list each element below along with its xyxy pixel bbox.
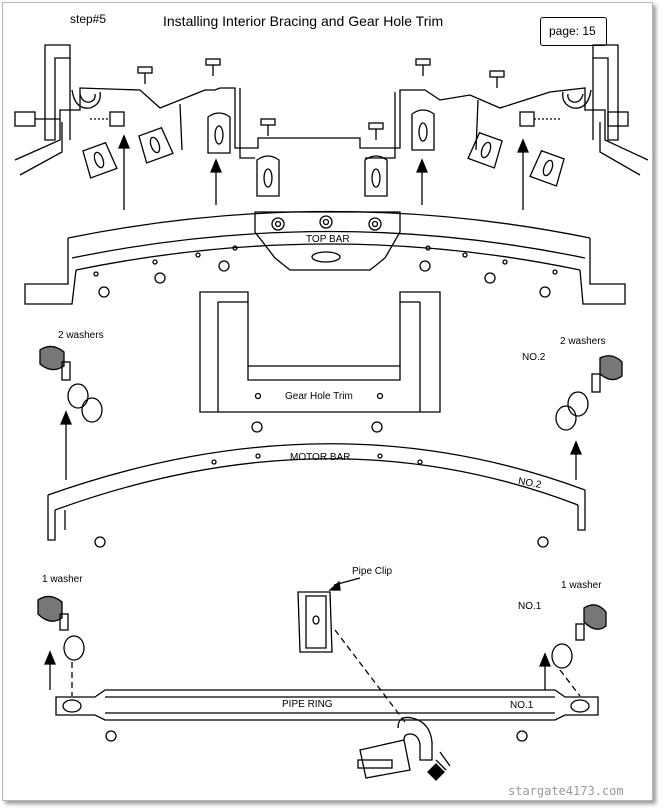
pipe-clip-label: Pipe Clip bbox=[352, 566, 393, 577]
top-curved-bar bbox=[24, 210, 626, 305]
saddle-clamp bbox=[357, 716, 451, 781]
middle-arrows bbox=[60, 410, 582, 480]
watermark: stargate4173.com bbox=[508, 784, 624, 798]
page-number-box bbox=[540, 17, 607, 46]
two-washers-left-label: 2 washers bbox=[58, 330, 104, 341]
motor-bar-label: MOTOR BAR bbox=[290, 452, 351, 463]
page-number: page: 15 bbox=[549, 24, 596, 38]
page-title: Installing Interior Bracing and Gear Hol… bbox=[163, 13, 444, 29]
two-washers-right-label: 2 washers bbox=[560, 336, 606, 347]
top-chevron-frame bbox=[14, 87, 649, 176]
pipe-ring-number-label: NO.1 bbox=[510, 700, 534, 711]
dashed-leaders bbox=[71, 629, 581, 723]
motor-bar bbox=[47, 443, 586, 548]
top-bar-label: TOP BAR bbox=[306, 234, 350, 245]
gear-hole-trim bbox=[199, 291, 441, 413]
no1-side-label: NO.1 bbox=[518, 601, 542, 612]
pipe-ring-label: PIPE RING bbox=[282, 699, 333, 710]
top-bolts bbox=[137, 58, 505, 140]
bottom-arrows bbox=[44, 650, 551, 690]
pipe-clip bbox=[297, 577, 361, 653]
left-bolt-2-washers bbox=[39, 345, 103, 423]
top-arrows bbox=[118, 134, 529, 210]
step-label: step#5 bbox=[70, 12, 107, 26]
one-washer-right-label: 1 washer bbox=[561, 580, 602, 591]
slotted-clips bbox=[82, 109, 565, 197]
right-hook-bracket bbox=[519, 44, 629, 141]
one-washer-left-label: 1 washer bbox=[42, 574, 83, 585]
left-hook-bracket bbox=[14, 44, 125, 141]
top-bar-nuts bbox=[98, 260, 551, 298]
right-bolt-1-washer bbox=[551, 604, 607, 669]
top-bar-plate bbox=[254, 211, 401, 271]
top-bar-holes bbox=[93, 245, 558, 277]
pipe-ring bbox=[55, 689, 599, 742]
gear-hole-trim-label: Gear Hole Trim bbox=[285, 391, 353, 402]
no2-side-label: NO.2 bbox=[522, 352, 546, 363]
right-bolt-2-washers bbox=[555, 355, 623, 431]
left-bolt-1-washer bbox=[37, 595, 85, 661]
gear-trim-nuts bbox=[251, 421, 383, 433]
